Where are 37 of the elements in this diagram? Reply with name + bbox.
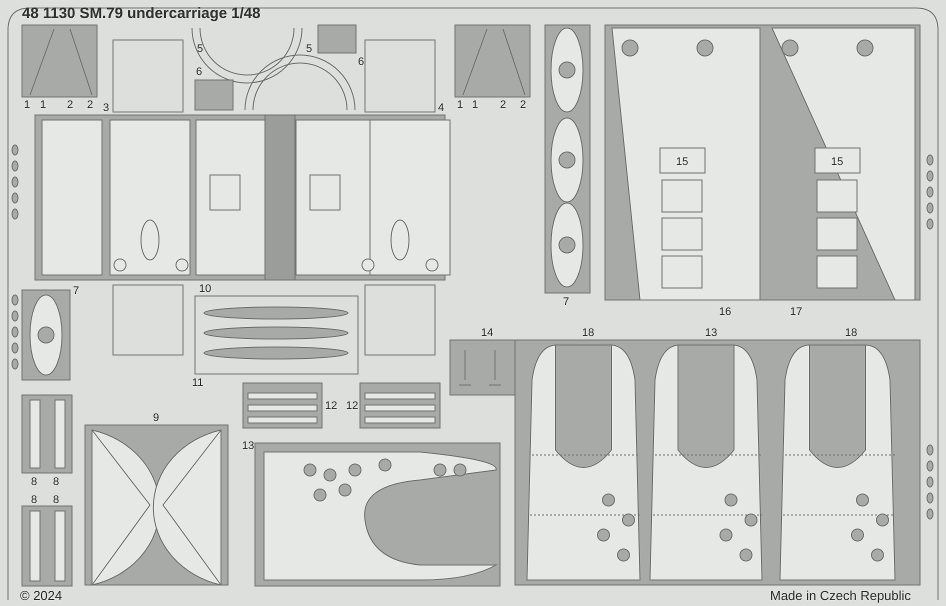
part-number: 6 <box>358 56 364 68</box>
part-number: 13 <box>705 327 718 339</box>
part-number: 7 <box>563 296 570 308</box>
part-number: 15 <box>831 156 844 168</box>
part-number: 2 <box>520 99 526 111</box>
part-number: 2 <box>67 99 74 111</box>
part-number: 1 <box>472 99 478 111</box>
part-number: 11 <box>192 377 204 389</box>
part-number: 18 <box>582 327 594 339</box>
part-number: 10 <box>199 283 212 295</box>
part-number: 17 <box>790 306 802 318</box>
part-number: 18 <box>845 327 858 339</box>
part-number: 1 <box>24 99 30 111</box>
part-number: 8 <box>53 476 60 488</box>
part-number: 4 <box>438 102 444 114</box>
part-number: 9 <box>153 412 160 424</box>
part-number: 5 <box>306 43 312 55</box>
part-number: 15 <box>676 156 688 168</box>
part-number: 12 <box>325 400 338 412</box>
part-number: 2 <box>500 99 506 111</box>
part-number: 2 <box>87 99 94 111</box>
part-number: 1 <box>40 99 46 111</box>
part-number: 8 <box>31 476 38 488</box>
footer-note: Made in Czech Republic <box>770 588 911 603</box>
part-number: 13 <box>242 440 254 452</box>
part-number: 14 <box>481 327 494 339</box>
part-number: 7 <box>73 285 80 297</box>
part-number: 6 <box>196 66 202 78</box>
part-number: 5 <box>197 43 204 55</box>
part-number: 8 <box>31 494 38 506</box>
footer-note: © 2024 <box>20 588 62 603</box>
sheet-title: 48 1130 SM.79 undercarriage 1/48 <box>22 5 260 23</box>
part-number: 16 <box>719 306 732 318</box>
part-number: 12 <box>346 400 358 412</box>
part-number: 8 <box>53 494 60 506</box>
part-number: 1 <box>457 99 464 111</box>
part-number: 3 <box>103 102 110 114</box>
